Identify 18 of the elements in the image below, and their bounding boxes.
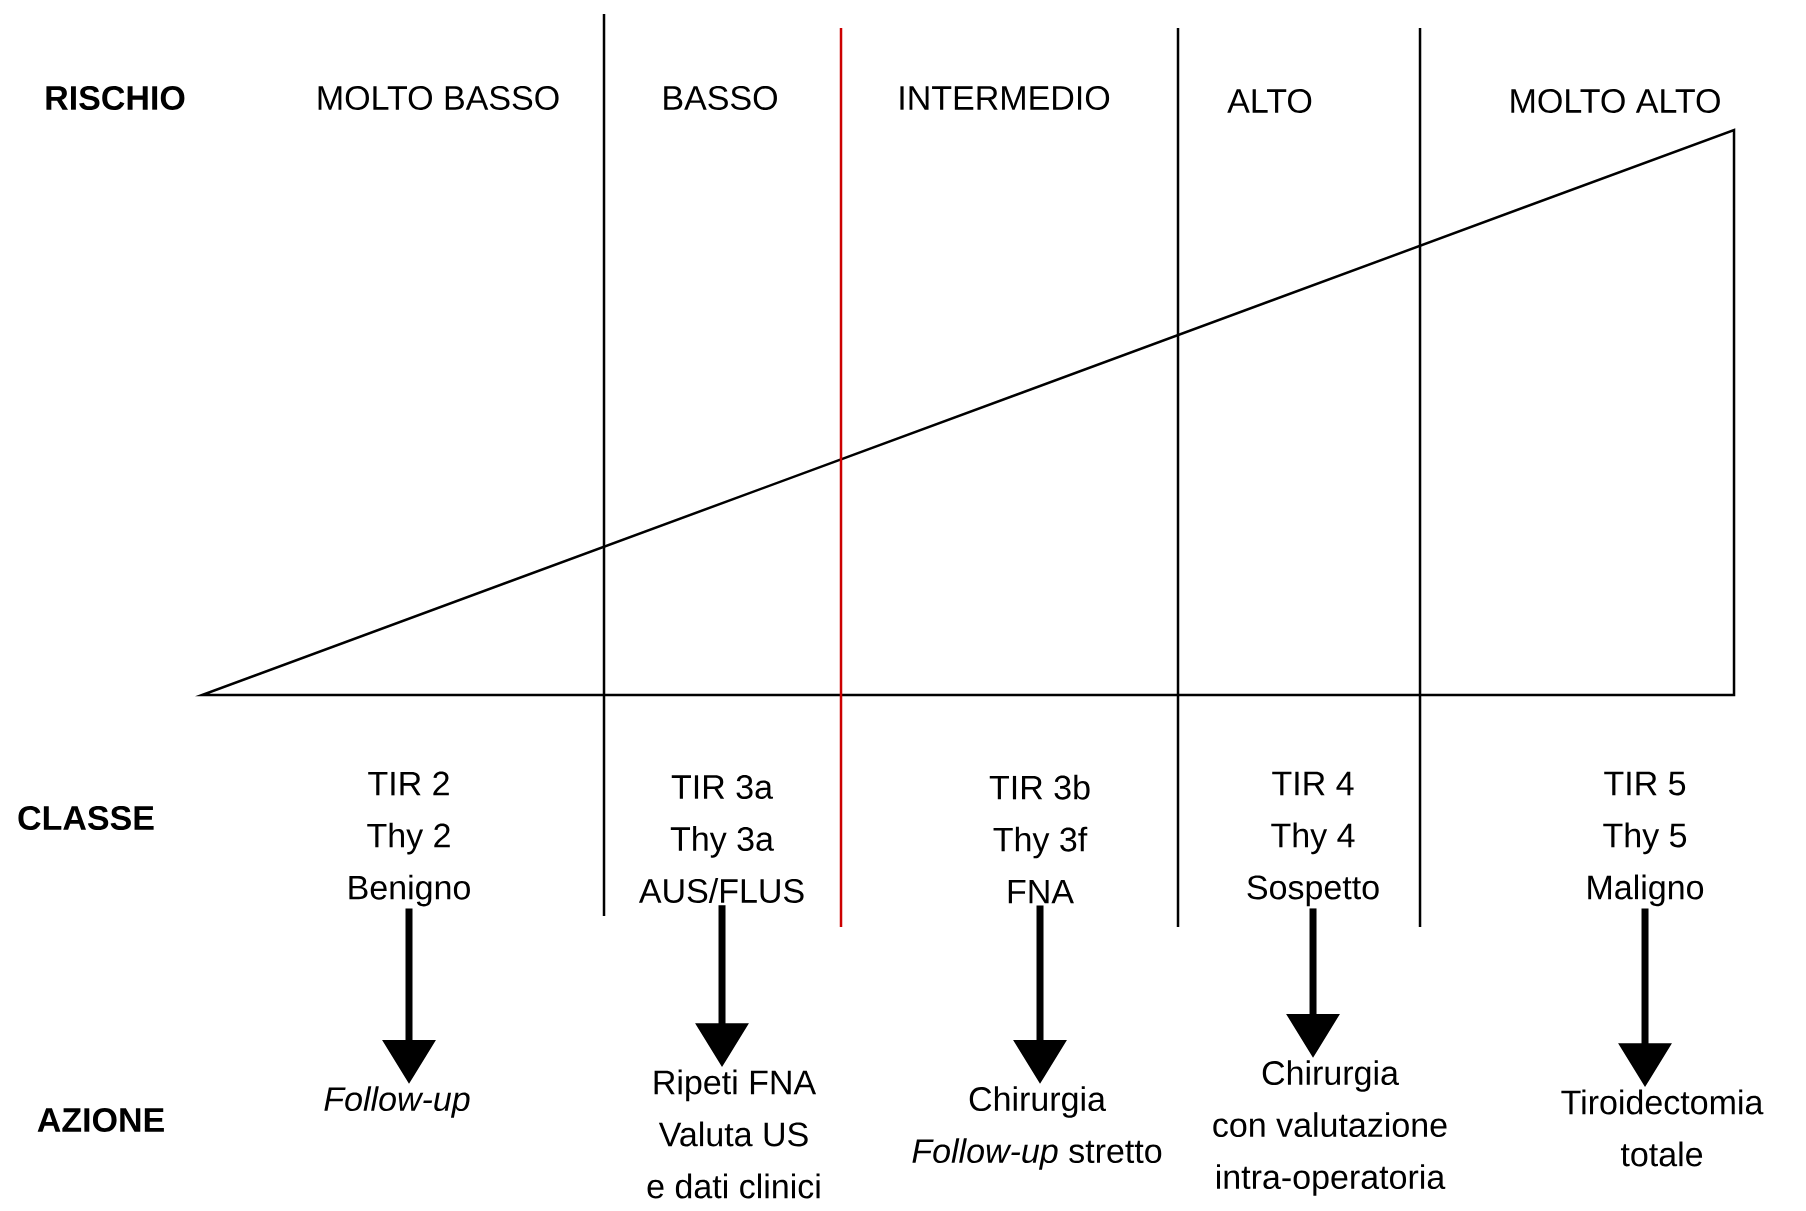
row-heading: AZIONE xyxy=(37,1107,164,1133)
risk-level: ALTO xyxy=(1227,88,1312,113)
risk-level: INTERMEDIO xyxy=(900,85,1110,110)
class-text: TIR 3b Thy 3f FNA xyxy=(989,774,1090,904)
class-text: TIR 4 Thy 4 Sospetto xyxy=(1247,771,1379,907)
class-text: TIR 2 Thy 2 Benigno xyxy=(349,771,470,907)
risk-level: MOLTO ALTO xyxy=(1511,88,1720,113)
class-text: TIR 3a Thy 3a AUS/FLUS xyxy=(638,774,804,904)
action-text: Chirurgia Follow-up stretto xyxy=(912,1086,1162,1170)
class-text: TIR 5 Thy 5 Maligno xyxy=(1588,771,1704,907)
risk-level: BASSO xyxy=(664,85,777,110)
action-text: Ripeti FNA Valuta US e dati clinici xyxy=(647,1069,820,1199)
risk-level: MOLTO BASSO xyxy=(318,85,559,110)
action-text: Chirurgia con valutazione intra-operatoria xyxy=(1213,1060,1447,1196)
row-heading: RISCHIO xyxy=(46,85,185,110)
action-text: Follow-up xyxy=(324,1086,470,1118)
action-text: Tiroidectomia totale xyxy=(1561,1089,1764,1167)
row-heading: CLASSE xyxy=(18,805,154,831)
